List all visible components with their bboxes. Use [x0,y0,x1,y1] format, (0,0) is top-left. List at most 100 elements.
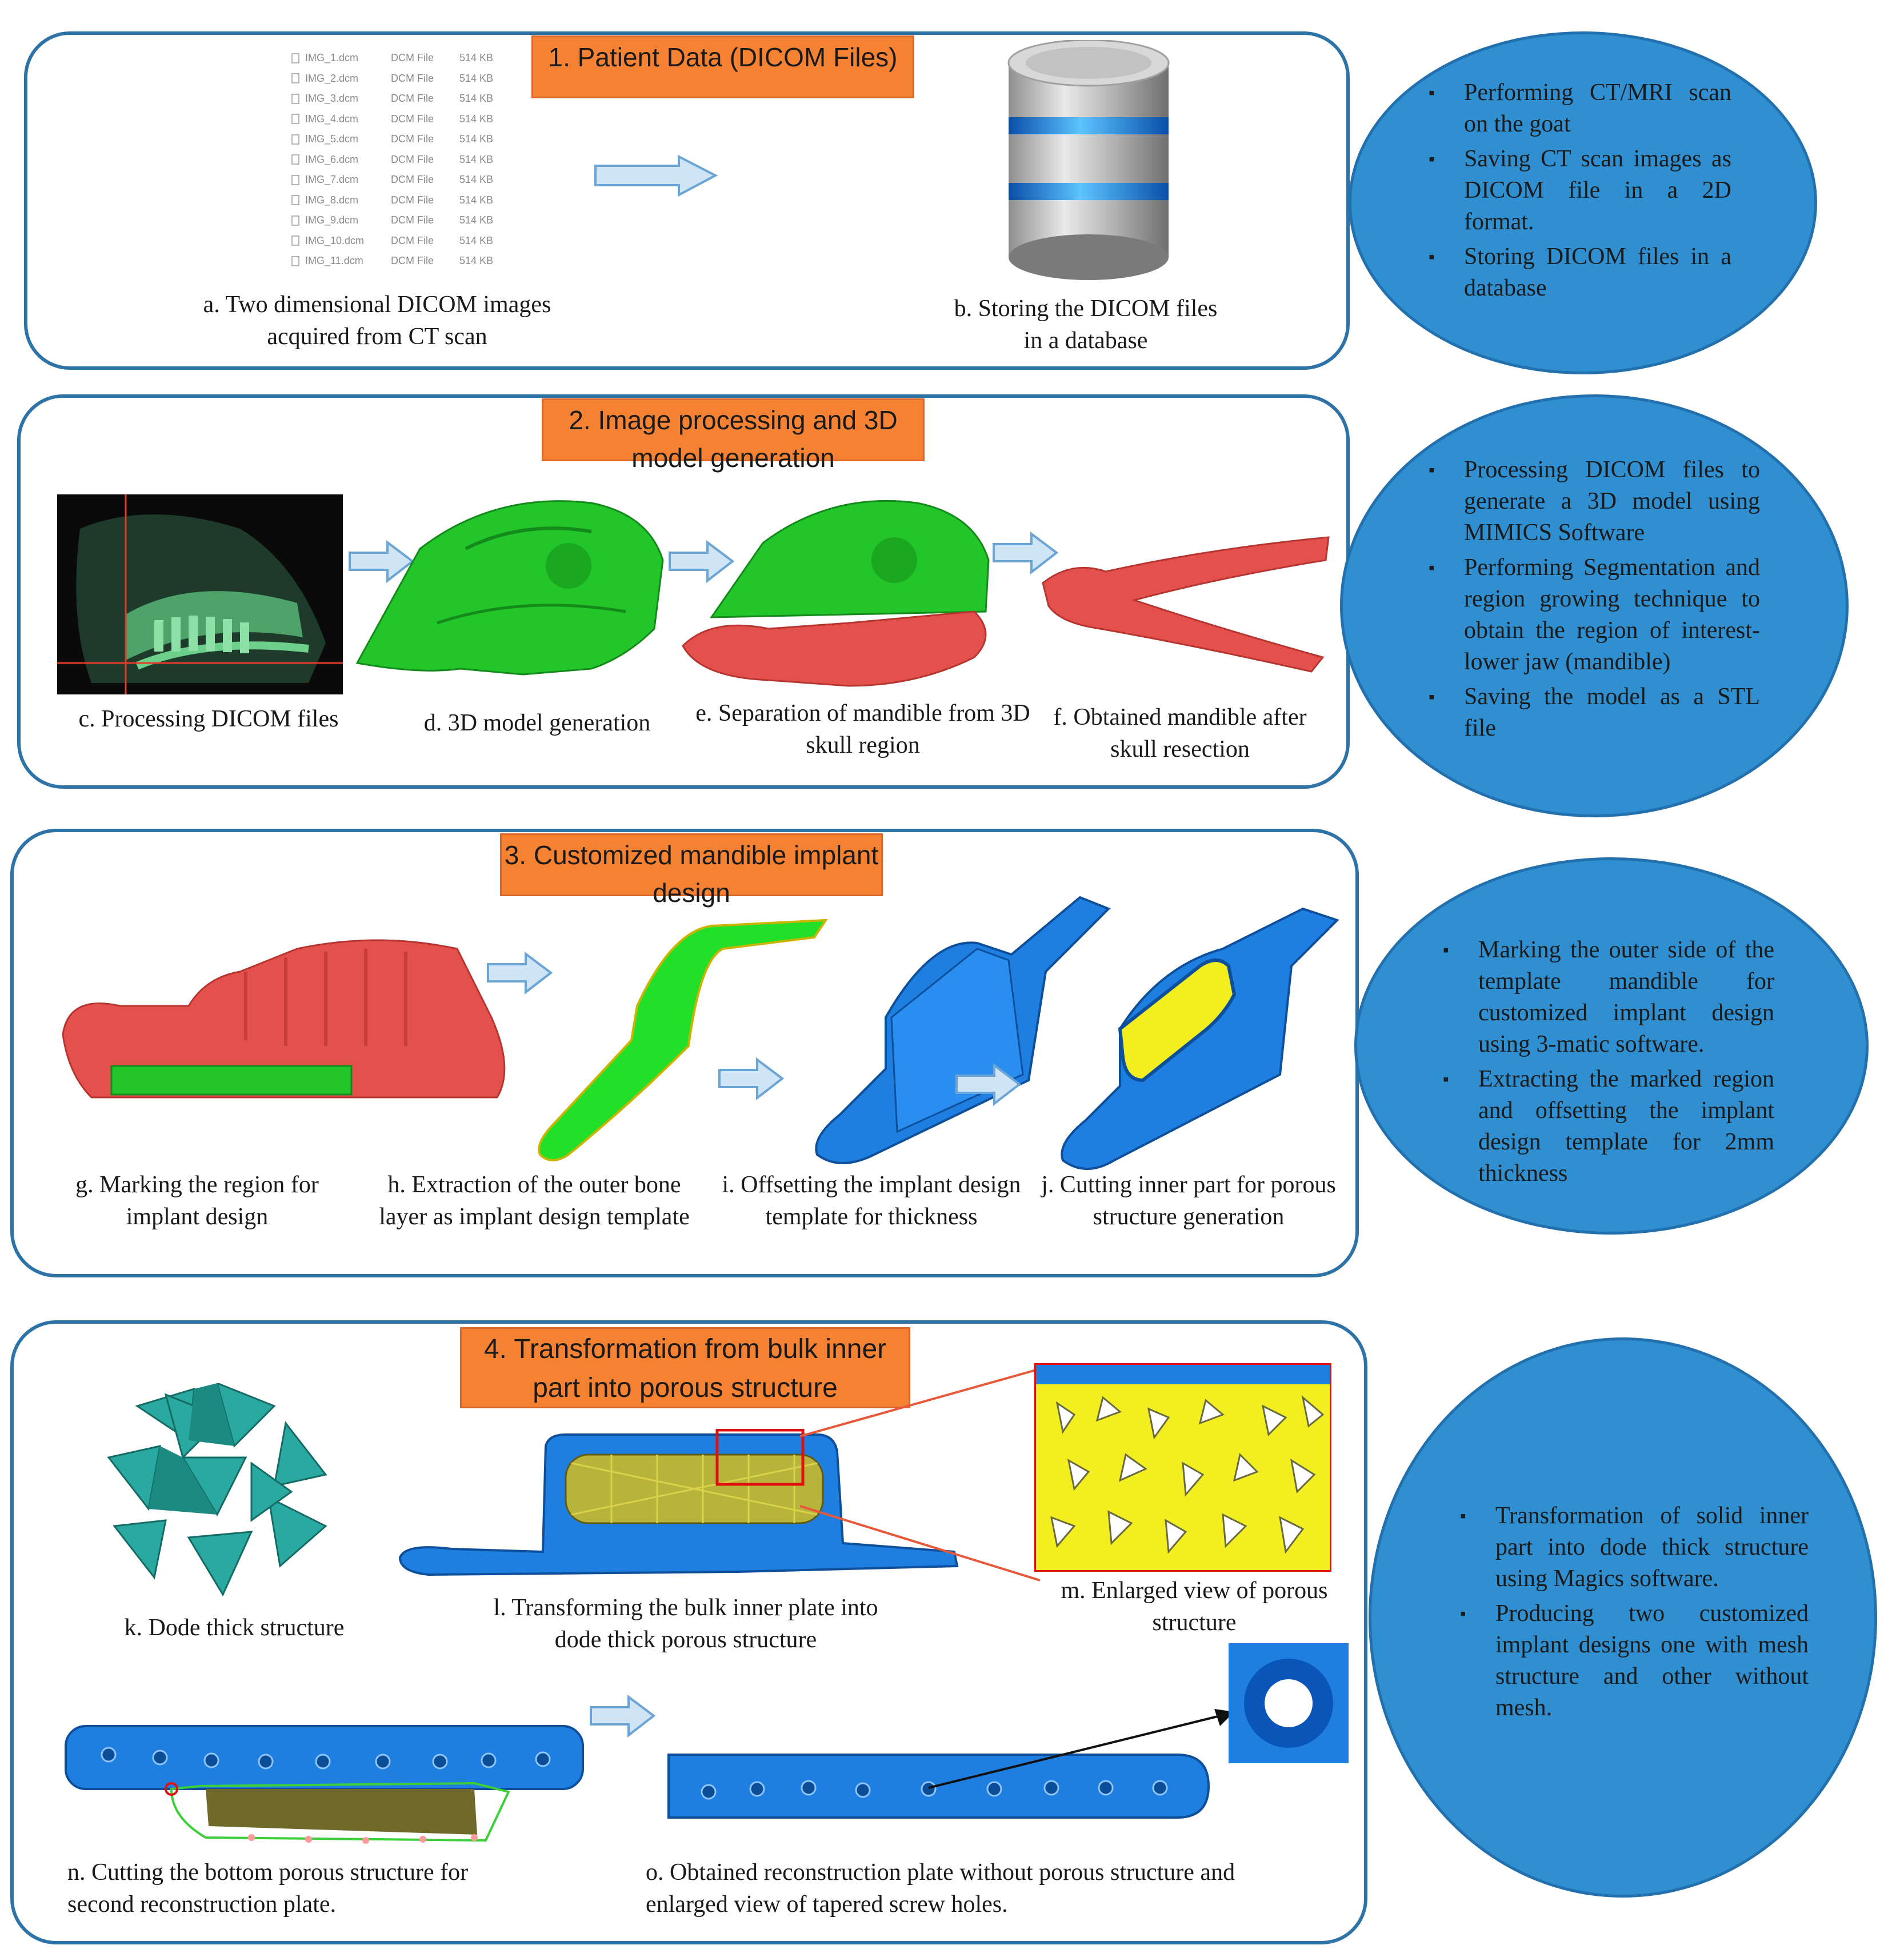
bullet-item: Performing Segmentation and region growi… [1429,552,1760,678]
file-row: IMG_5.dcm DCM File 514 KB [291,129,493,150]
section-1-title: 1. Patient Data (DICOM Files) [531,35,914,98]
mandible-marking-model [62,939,506,1099]
file-icon [291,93,299,104]
arrow-icon [590,1695,656,1738]
pointer-arrow [928,1709,1234,1789]
mandible-red-model [1042,536,1330,673]
arrow-icon [993,532,1059,574]
bullet-item: Processing DICOM files to generate a 3D … [1429,454,1760,549]
skull-model-green [355,500,664,676]
caption-k: k. Dode thick structure [124,1615,345,1641]
file-type: DCM File [391,194,434,206]
bullet-item: Marking the outer side of the template m… [1443,934,1774,1060]
caption-h: h. Extraction of the outer bone layer as… [379,1172,690,1230]
file-type: DCM File [391,153,434,165]
zoom-connector-lines [800,1368,1041,1581]
file-name: IMG_11.dcm [305,255,363,267]
file-icon [291,215,299,226]
screw-hole-enlarged [1229,1643,1349,1763]
section-2-bullets: Processing DICOM files to generate a 3D … [1429,454,1760,748]
file-row: IMG_4.dcm DCM File 514 KB [291,109,493,130]
file-icon [291,235,299,246]
bullet-item: Producing two customized implant designs… [1460,1598,1809,1724]
file-size: 514 KB [459,153,494,165]
file-size: 514 KB [459,113,494,125]
file-size: 514 KB [459,234,494,246]
file-type: DCM File [391,52,434,64]
file-size: 514 KB [459,133,494,145]
file-type: DCM File [391,93,434,105]
section-2-title: 2. Image processing and 3D model generat… [542,398,925,473]
caption-g: g. Marking the region for implant design [75,1172,319,1230]
database-icon [1007,40,1170,280]
file-size: 514 KB [459,255,494,267]
file-type: DCM File [391,174,434,186]
file-type: DCM File [391,214,434,226]
file-icon [291,134,299,145]
section-3-title: 3. Customized mandible implant design [500,833,883,908]
implant-template-green [538,918,828,1161]
file-size: 514 KB [459,194,494,206]
file-icon [291,154,299,165]
file-row: IMG_8.dcm DCM File 514 KB [291,190,493,211]
file-name: IMG_5.dcm [305,133,359,145]
caption-b: b. Storing the DICOM files in a database [954,295,1218,354]
skull-mandible-separation [682,500,990,687]
plate-with-porous-cut [65,1725,584,1844]
caption-l: l. Transforming the bulk inner plate int… [493,1595,878,1653]
file-type: DCM File [391,133,434,145]
file-name: IMG_2.dcm [305,72,359,84]
section-4-title: 4. Transformation from bulk inner part i… [460,1327,910,1408]
file-size: 514 KB [459,214,494,226]
bullet-item: Transformation of solid inner part into … [1460,1500,1809,1595]
file-name: IMG_9.dcm [305,214,359,226]
section-4-bullets: Transformation of solid inner part into … [1460,1500,1809,1727]
section-3-bullets: Marking the outer side of the template m… [1443,934,1774,1193]
file-row: IMG_1.dcm DCM File 514 KB [291,48,493,69]
caption-a: a. Two dimensional DICOM images acquired… [203,291,551,350]
file-icon [291,53,299,63]
arrow-icon [594,154,718,197]
file-name: IMG_4.dcm [305,113,359,125]
bullet-item: Saving CT scan images as DICOM file in a… [1429,143,1731,238]
file-name: IMG_8.dcm [305,194,359,206]
porous-plate [398,1429,959,1576]
caption-f: f. Obtained mandible after skull resecti… [1053,704,1307,762]
file-icon [291,174,299,185]
arrow-icon [349,540,415,583]
caption-c: c. Processing DICOM files [78,706,339,732]
file-type: DCM File [391,113,434,125]
bullet-item: Storing DICOM files in a database [1429,241,1731,304]
arrow-icon [487,952,553,995]
bullet-item: Performing CT/MRI scan on the goat [1429,77,1731,140]
caption-i: i. Offsetting the implant design templat… [722,1172,1021,1230]
file-icon [291,255,299,266]
file-size: 514 KB [459,52,494,64]
bullet-item: Saving the model as a STL file [1429,681,1760,744]
file-name: IMG_3.dcm [305,93,359,105]
caption-n: n. Cutting the bottom porous structure f… [67,1859,469,1918]
dode-thick-structure [107,1383,327,1597]
section-1-bullets: Performing CT/MRI scan on the goatSaving… [1429,77,1731,307]
file-size: 514 KB [459,93,494,105]
porous-enlarged-view [1034,1363,1331,1572]
file-name: IMG_10.dcm [305,234,365,246]
caption-o: o. Obtained reconstruction plate without… [646,1859,1235,1918]
file-name: IMG_1.dcm [305,52,359,64]
file-row: IMG_9.dcm DCM File 514 KB [291,210,493,231]
bullet-item: Extracting the marked region and offsett… [1443,1064,1774,1189]
file-type: DCM File [391,255,434,267]
file-icon [291,114,299,125]
arrow-icon [955,1063,1022,1106]
file-icon [291,73,299,84]
arrow-icon [669,540,735,583]
caption-m: m. Enlarged view of porous structure [1061,1577,1328,1636]
file-name: IMG_7.dcm [305,174,359,186]
file-size: 514 KB [459,72,494,84]
arrow-icon [718,1057,785,1100]
file-row: IMG_11.dcm DCM File 514 KB [291,251,493,271]
